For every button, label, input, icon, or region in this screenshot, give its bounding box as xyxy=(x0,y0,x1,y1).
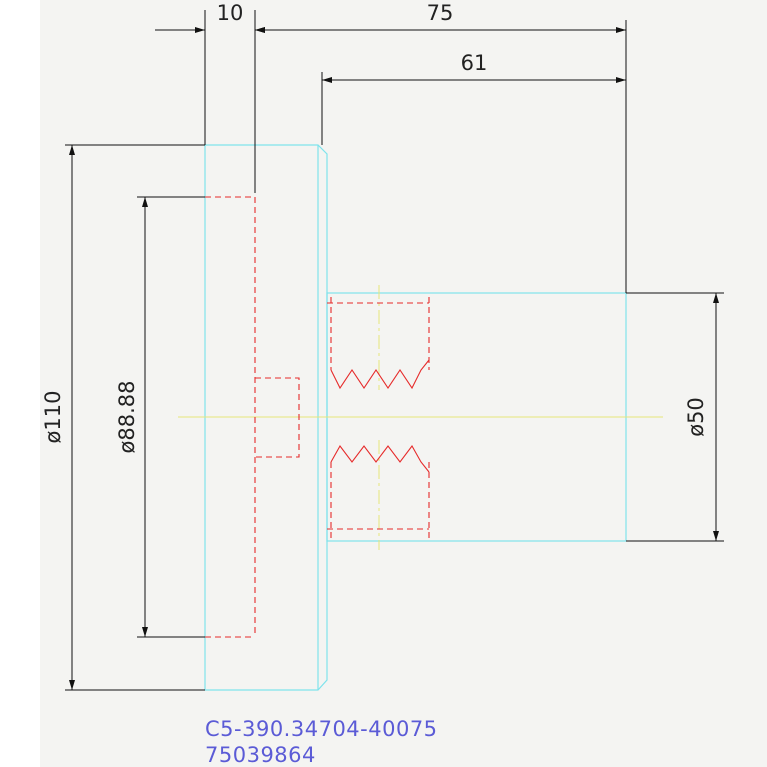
hidden-lines xyxy=(205,196,430,638)
dim-dia50-label: ø50 xyxy=(684,397,708,437)
dimension-lines xyxy=(65,10,724,691)
upper-thread-profile xyxy=(330,359,430,390)
part-number: C5-390.34704-40075 xyxy=(205,717,438,741)
part-code: 75039864 xyxy=(205,743,316,767)
dim-75-label: 75 xyxy=(427,1,454,25)
dim-dia88-label: ø88.88 xyxy=(115,381,139,454)
lower-thread-profile xyxy=(330,444,430,473)
pilot-recess xyxy=(255,377,300,458)
dim-61-label: 61 xyxy=(461,51,488,75)
dim-dia110-label: ø110 xyxy=(41,391,65,444)
dim-10-label: 10 xyxy=(217,1,244,25)
thread-profiles xyxy=(330,359,430,473)
background-panel xyxy=(40,0,767,767)
